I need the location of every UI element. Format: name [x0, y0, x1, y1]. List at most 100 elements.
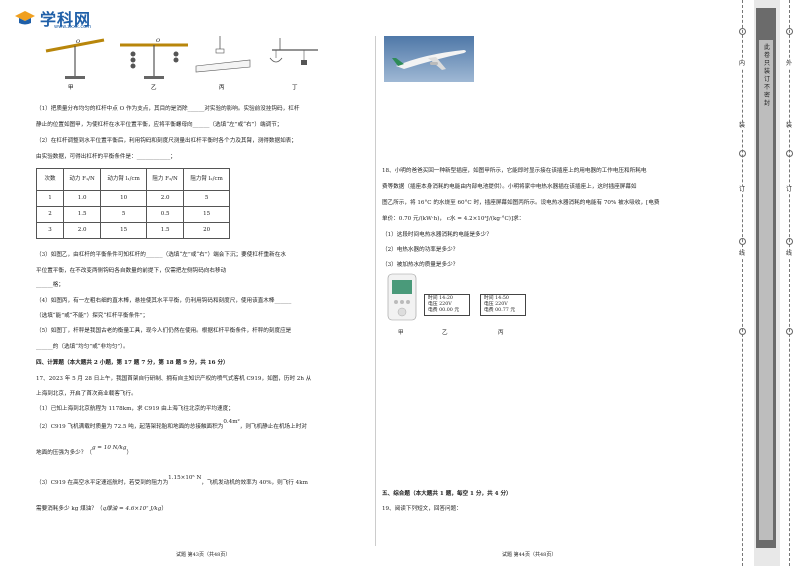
page-footer-right: 试题 第44页（共48页） — [502, 552, 557, 558]
q16-5-line-b: ______的（选填“均匀”或“非均匀”）。 — [36, 344, 129, 350]
q18-line-c: 图乙所示，将 16°C 的水烧至 60°C 时，插座屏幕如图丙所示。设电热水器消… — [382, 200, 660, 206]
table-header-cell: 阻力臂 l₂/cm — [183, 168, 230, 191]
table-header-row: 次数 动力 F₁/N 动力臂 l₁/cm 阻力 F₂/N 阻力臂 l₂/cm — [36, 168, 230, 191]
meter-line: 时间 14:50 — [484, 296, 509, 301]
q17-2-text: （2）C919 飞机满载时质量为 72.5 吨，起落架轮胎和地面的总接触面积为 — [36, 424, 224, 430]
binding-hole — [739, 328, 746, 335]
smart-socket-image — [387, 273, 417, 321]
table-header-cell: 次数 — [36, 168, 64, 191]
q17-3-line-a: （3）C919 在高空水平定速巡航时，若受到的阻力为1.15×10⁵ N，飞机发… — [36, 475, 371, 490]
outer-binding-strip: 内 装 订 线 — [732, 0, 752, 566]
q17-3-text-b: ，飞机发动机的效率为 40%，则飞行 4km — [201, 480, 308, 486]
q16-3-line-b: 平位置平衡，在不改变两侧钩码各自数量的前提下，仅需把左侧钩码向右移动 — [36, 268, 227, 274]
q16-2-line-b: 由实验数据，可得出杠杆的平衡条件是：____________； — [36, 154, 176, 160]
binding-hole — [786, 328, 793, 335]
q18-line-a: 18、小明的爸爸买回一种新型插座，如图甲所示，它能即时显示接在该插座上的用电器的… — [382, 168, 647, 174]
table-cell: 2.0 — [62, 222, 102, 239]
outer-mark: 线 — [785, 250, 793, 258]
table-cell: 1.5 — [62, 206, 102, 223]
inner-mark: 内 — [738, 60, 746, 68]
meter-line: 电压 220V — [428, 302, 452, 307]
inner-binding-strip: 外 装 订 线 — [780, 0, 800, 566]
q18-2: （2）电热水器的功率是多少？ — [382, 247, 459, 253]
sealing-notice: 此卷只装订不密封 — [763, 44, 770, 107]
q17-line-b: 上海到北京，开启了首次商业载客飞行。 — [36, 391, 137, 397]
q18-line-b: 费等数据（插座本身消耗的电能由内部电池提供）。小明将家中电热水器插在该插座上，这… — [382, 184, 637, 190]
table-cell: 2 — [36, 206, 64, 223]
contact-area-formula: 0.4m² — [223, 419, 240, 425]
table-cell: 10 — [100, 190, 147, 207]
binding-dashed-line — [742, 0, 743, 566]
meter-line: 电费 00.00 元 — [428, 308, 460, 313]
table-cell: 1.0 — [62, 190, 102, 207]
section-5-heading: 五、综合题（本大题共 1 题，每空 1 分，共 4 分） — [382, 491, 512, 497]
svg-text:O: O — [76, 39, 80, 45]
q16-2-line-a: （2）在杠杆调整到水平位置平衡后，利用钩码和刻度尺测量出杠杆平衡时各个力及其臂，… — [36, 138, 297, 144]
q17-1: （1）已知上海到北京航程为 1178km，求 C919 由上海飞往北京的平均速度… — [36, 406, 234, 412]
table-header-cell: 动力 F₁/N — [62, 168, 102, 191]
table-row: 2 1.5 5 0.5 15 — [36, 206, 230, 223]
fig-label-jia: 甲 — [398, 330, 404, 336]
fig-label-yi: 乙 — [442, 330, 448, 336]
table-cell: 2.0 — [145, 190, 185, 207]
binding-hole — [739, 150, 746, 157]
q17-3-text-c: 需要消耗多少 kg 煤油？（ — [36, 506, 103, 512]
q16-3-line-c: ______格； — [36, 282, 64, 288]
q17-3-text-d: ） — [161, 506, 167, 512]
g-formula: g = 10 N/kg — [91, 445, 127, 451]
q17-2-text-c: 地面的压强为多少？（ — [36, 450, 92, 456]
page-footer-left: 试题 第43页（共48页） — [176, 552, 231, 558]
q17-3-line-b: 需要消耗多少 kg 煤油？（q煤油 = 4.6×10⁷ J/kg） — [36, 504, 371, 516]
table-cell: 1.5 — [145, 222, 185, 239]
outer-mark: 外 — [785, 60, 793, 68]
socket-screen-bing: 时间 14:50 电压 220V 电费 00.77 元 — [480, 294, 526, 316]
q16-4-line-b: （选填“能”或“不能”）探究“杠杆平衡条件”； — [36, 313, 149, 319]
binding-gutter: 内 装 订 线 此卷只装订不密封 外 装 订 线 — [730, 0, 800, 566]
q17-2-text-b: ，则飞机静止在机场上时对 — [239, 424, 307, 430]
q17-3-text: （3）C919 在高空水平定速巡航时，若受到的阻力为 — [36, 480, 169, 486]
inner-mark: 线 — [738, 250, 746, 258]
q18-1: （1）这段时间电热水器消耗的电能是多少？ — [382, 232, 492, 238]
table-header-cell: 动力臂 l₁/cm — [100, 168, 147, 191]
q18-line-d: 单价：0.70 元/(kW·h)， c水 = 4.2×10³J/(kg·°C)]… — [382, 216, 525, 222]
table-cell: 1 — [36, 190, 64, 207]
q18-3: （3）被加热水的质量是多少？ — [382, 262, 459, 268]
socket-screen-yi: 时间 14:20 电压 220V 电费 00.00 元 — [424, 294, 470, 316]
q17-2-line-b: 地面的压强为多少？（g = 10 N/kg） — [36, 445, 371, 460]
lever-data-table: 次数 动力 F₁/N 动力臂 l₁/cm 阻力 F₂/N 阻力臂 l₂/cm 1… — [36, 168, 230, 239]
table-cell: 3 — [36, 222, 64, 239]
q16-4-line-a: （4）如图丙，有一左粗右细的直木棒，悬挂使其水平平衡，仍利用钩码和刻度尺，使用该… — [36, 298, 292, 304]
q17-2-line-a: （2）C919 飞机满载时质量为 72.5 吨，起落架轮胎和地面的总接触面积为0… — [36, 419, 371, 434]
logo-url: www.zxxk.com — [54, 24, 92, 30]
logo-text: 学科网 — [40, 10, 92, 29]
table-cell: 15 — [183, 206, 230, 223]
resistance-formula: 1.15×10⁵ N — [168, 475, 202, 481]
fig-label-jia: 甲 — [68, 84, 74, 91]
fig-label-yi: 乙 — [151, 84, 157, 91]
table-cell: 20 — [183, 222, 230, 239]
q17-line-a: 17、2023 年 5 月 28 日上午，我国首架自行研制、拥有自主知识产权的喷… — [36, 376, 312, 382]
meter-line: 电费 00.77 元 — [484, 308, 516, 313]
q19: 19、阅读下列短文，回答问题： — [382, 506, 462, 512]
q16-1-line-b: 静止的位置如图甲，为使杠杆在水平位置平衡，应将平衡螺母向______（选填“左”… — [36, 122, 283, 128]
table-cell: 5 — [100, 206, 147, 223]
svg-text:O: O — [156, 38, 160, 44]
fig-label-bing: 丙 — [498, 330, 504, 336]
sealing-band: 此卷只装订不密封 — [754, 0, 780, 566]
binding-dashed-line — [789, 0, 790, 566]
table-cell: 5 — [183, 190, 230, 207]
fig-label-ding: 丁 — [292, 84, 298, 91]
outer-mark: 订 — [785, 186, 793, 194]
meter-line: 时间 14:20 — [428, 296, 453, 301]
q16-5-line-a: （5）如图丁，杆秤是我国古老的衡量工具，现今人们仍然在使用。根据杠杆平衡条件，杆… — [36, 328, 292, 334]
table-cell: 15 — [100, 222, 147, 239]
binding-hole — [786, 238, 793, 245]
binding-hole — [786, 28, 793, 35]
binding-hole — [786, 150, 793, 157]
q17-2-text-d: ） — [126, 450, 133, 456]
lever-figures: O O — [45, 36, 318, 91]
meter-line: 电压 220V — [484, 302, 508, 307]
table-header-cell: 阻力 F₂/N — [145, 168, 185, 191]
q-kerosene-formula: q煤油 = 4.6×10⁷ J/kg — [102, 506, 162, 512]
column-divider — [375, 36, 376, 546]
